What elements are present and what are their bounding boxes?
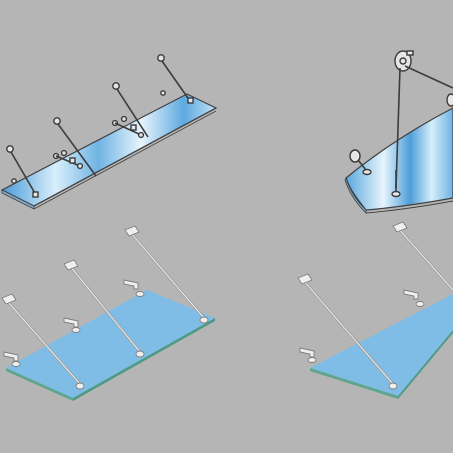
- glass-panel-edge: [6, 368, 73, 401]
- glass-panel-edge: [310, 368, 398, 399]
- glass-panel: [6, 290, 215, 398]
- canopy-straight-line: [0, 54, 218, 210]
- support-rod: [123, 225, 209, 324]
- canopy-curved-rendered: [297, 221, 453, 399]
- support-bracket: [349, 149, 372, 176]
- support-rod: [111, 82, 149, 139]
- support-rod: [157, 54, 194, 104]
- glass-panel: [310, 294, 453, 396]
- canopy-straight-rendered: [1, 225, 215, 401]
- support-rod: [63, 259, 145, 358]
- support-rod: [391, 50, 453, 198]
- support-rod: [6, 145, 39, 198]
- support-rod: [297, 273, 398, 390]
- support-rod: [392, 221, 453, 307]
- canopy-curved-line: [344, 50, 453, 214]
- support-bracket: [446, 93, 453, 107]
- support-rod: [52, 117, 97, 177]
- glass-panel: [0, 93, 218, 207]
- glass-panel-curved: [345, 107, 453, 211]
- support-rod: [1, 293, 85, 390]
